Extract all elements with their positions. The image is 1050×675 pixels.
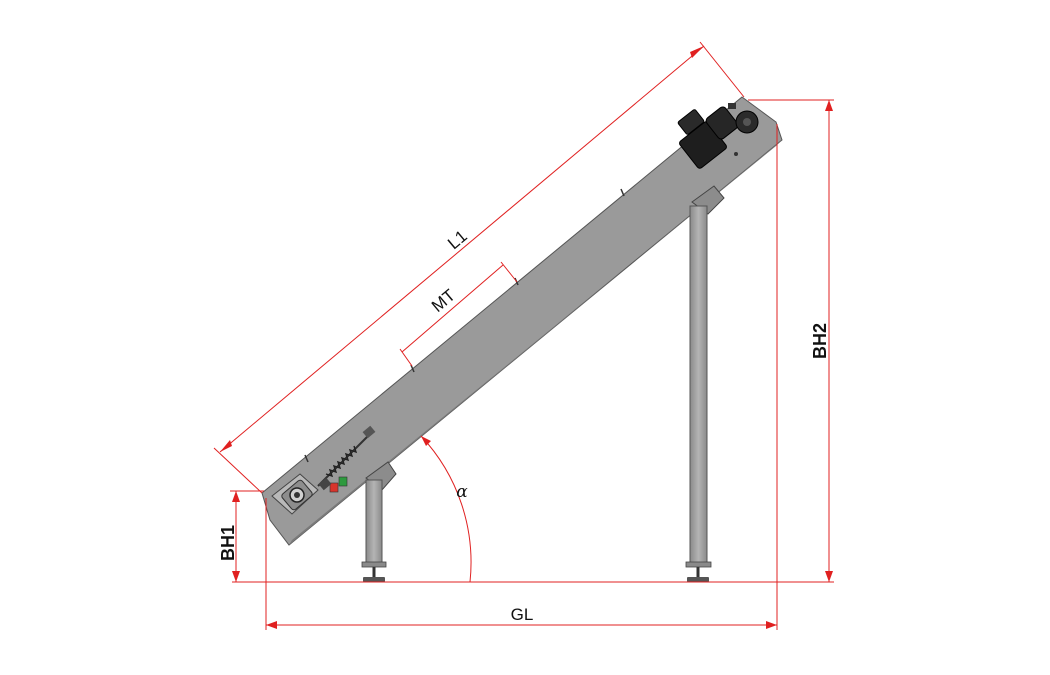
arrow-icon	[825, 571, 833, 582]
tensioner-red-block	[329, 482, 339, 493]
tall-leg-foot	[687, 577, 709, 582]
label-bh1: BH1	[218, 525, 238, 561]
label-gl: GL	[511, 605, 534, 624]
dim-line-mt	[401, 264, 504, 353]
rail-bolt	[304, 454, 309, 463]
label-l1: L1	[444, 226, 471, 253]
angle-arc-alpha	[420, 435, 472, 583]
label-mt: MT	[428, 286, 459, 316]
arrow-icon	[266, 621, 277, 629]
drive-hub-icon	[743, 118, 751, 126]
arrow-icon	[825, 100, 833, 111]
ext-line-mt-end	[500, 261, 518, 283]
ext-line-l1-start	[213, 447, 263, 494]
arrow-icon	[421, 436, 431, 446]
spring-icon	[325, 445, 358, 478]
tall-leg-collar	[685, 561, 712, 568]
ext-line-mt-start	[399, 348, 413, 367]
support-legs	[361, 185, 725, 582]
rail-bolt	[620, 188, 625, 197]
short-leg	[365, 479, 383, 566]
motor-terminal-box-icon	[677, 109, 705, 135]
tall-leg	[689, 205, 708, 566]
arrow-icon	[232, 491, 240, 502]
conveyor-beam-underside	[289, 140, 782, 545]
dimensions	[213, 41, 834, 630]
tension-nut	[362, 425, 376, 439]
label-alpha: α	[456, 482, 468, 502]
label-bh2: BH2	[810, 323, 830, 359]
tensioner-bracket	[318, 477, 332, 491]
dim-line-l1	[219, 45, 705, 453]
ext-line-l1-end	[699, 41, 745, 98]
drive-motor	[677, 103, 759, 169]
short-leg-collar	[361, 561, 387, 568]
arrow-icon	[766, 621, 777, 629]
bolt-icon	[734, 152, 738, 156]
arrow-icon	[690, 46, 704, 58]
pulley-hub-icon	[294, 492, 300, 498]
arrow-icon	[232, 571, 240, 582]
motor-mount	[728, 103, 736, 109]
tensioner-assembly	[271, 425, 376, 515]
gearbox-icon	[705, 106, 739, 140]
short-leg-foot	[363, 577, 385, 582]
conveyor-frame	[261, 96, 783, 546]
tensioner-green-block	[338, 476, 348, 487]
rail-bolt	[410, 364, 415, 373]
arrow-icon	[220, 440, 232, 452]
